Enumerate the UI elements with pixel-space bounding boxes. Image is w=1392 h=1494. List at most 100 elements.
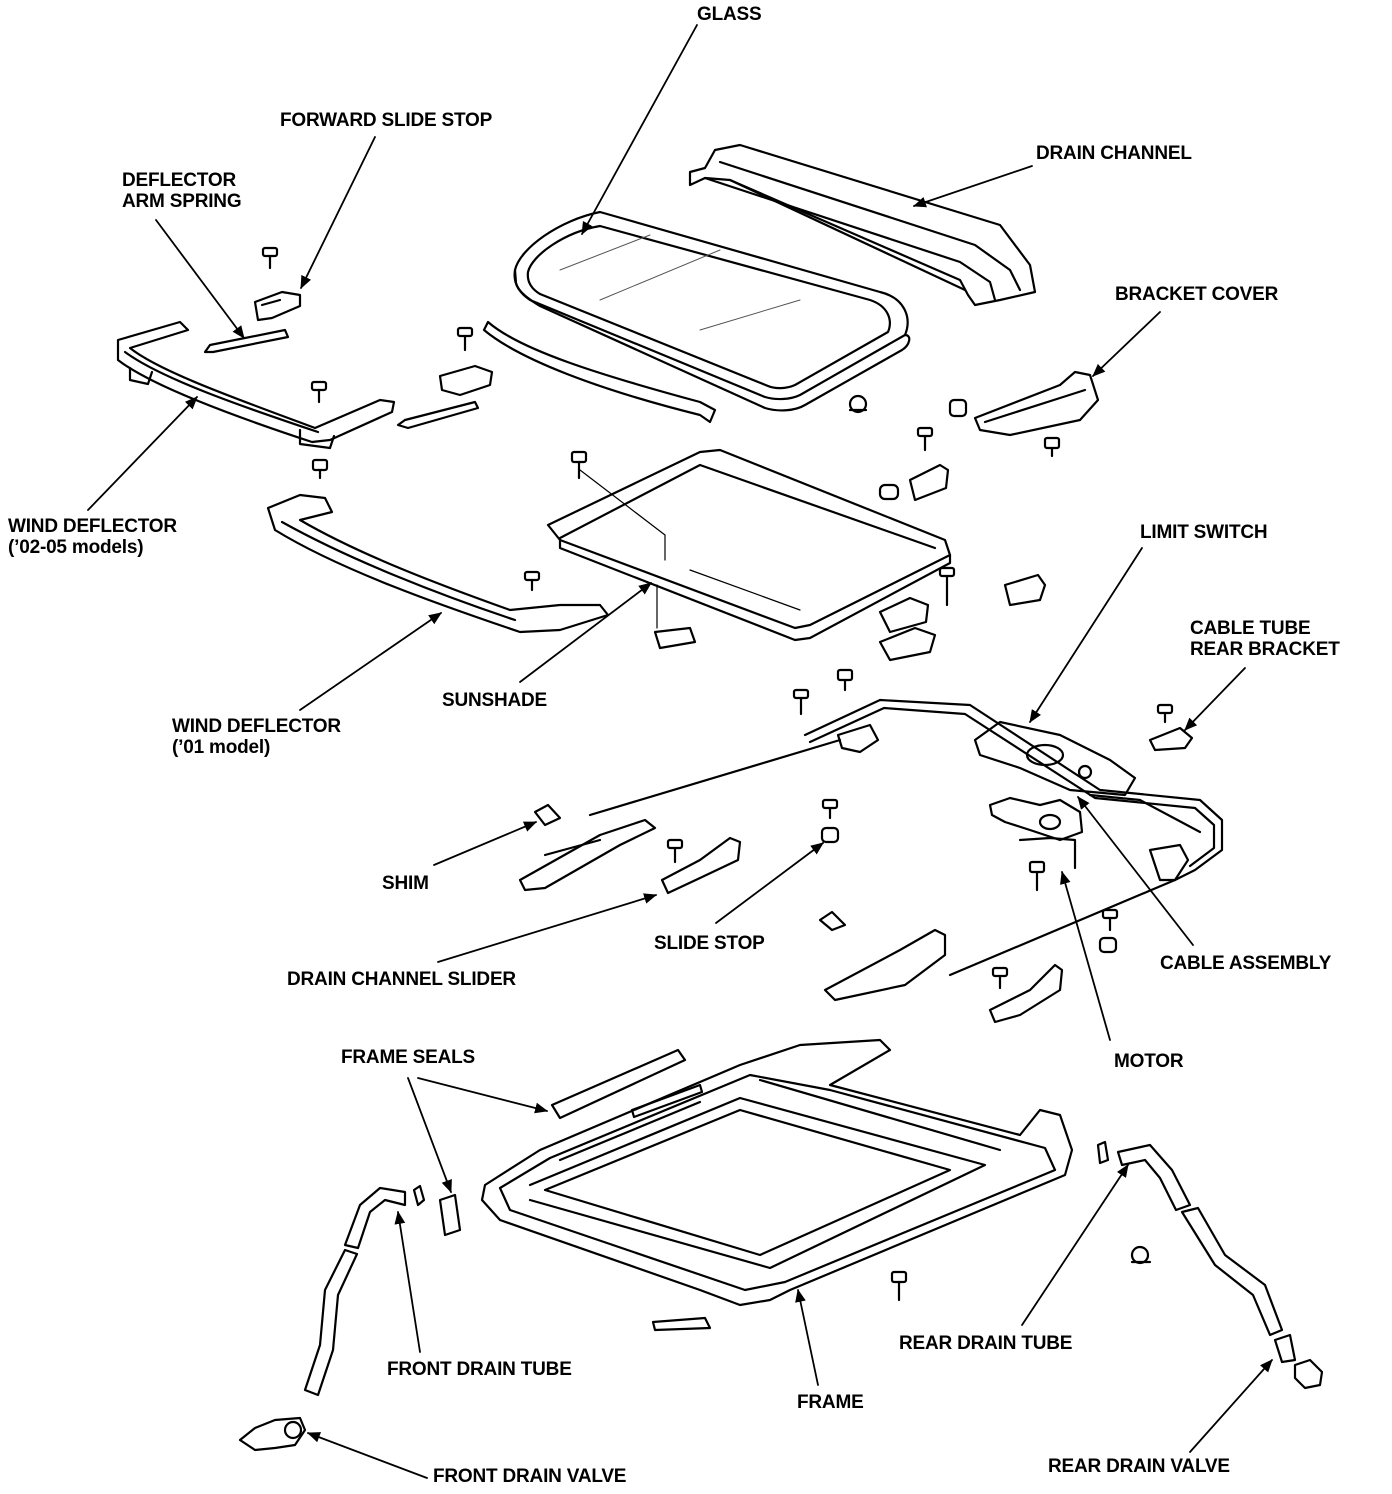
leader-wind-deflector-0205 [87,396,198,511]
slide-stop-front [836,723,880,754]
leader-rear-drain-tube [1021,1164,1129,1326]
slide-stop [820,826,840,844]
label-cable-tube-rear-bracket: CABLE TUBE REAR BRACKET [1190,618,1340,660]
leader-drain-channel-slider [437,893,658,963]
screw-icon [523,570,541,592]
cable-guide-right [1148,843,1190,882]
sunshade [546,448,952,642]
bracket-cover [973,370,1100,437]
screw-icon [261,246,279,270]
bumper-nut [948,398,968,418]
leader-wind-deflector-01 [299,612,442,711]
guide-bracket [878,596,930,634]
label-wind-deflector-02-05-line1: WIND DEFLECTOR [8,516,177,537]
leader-slide-stop [715,842,824,924]
label-frame: FRAME [797,1392,864,1413]
guide-bracket [878,626,937,662]
cable-assembly [588,698,1224,977]
screw-icon [938,566,956,607]
screw-icon [1101,908,1119,932]
label-drain-channel: DRAIN CHANNEL [1036,143,1192,164]
leader-front-drain-tube [394,1210,421,1353]
label-cable-tube-rear-bracket-line1: CABLE TUBE [1190,618,1311,639]
label-wind-deflector-01-line2: (’01 model) [172,737,271,758]
screw-icon [1156,703,1174,724]
leader-drain-channel [912,165,1033,208]
drain-channel-slider-right-a [823,928,947,1002]
sunshade-clip [653,626,697,650]
frame-strip [651,1316,712,1332]
rear-drain-tube [1096,1140,1284,1337]
label-cable-tube-rear-bracket-line2: REAR BRACKET [1190,639,1340,660]
label-wind-deflector-01-line1: WIND DEFLECTOR [172,716,341,737]
label-sunshade: SUNSHADE [442,690,548,711]
screw-icon [311,458,329,480]
leader-cable-tube-rear-bracket [1184,667,1246,731]
bumper-nut [848,394,868,414]
forward-slide-stop [253,290,302,322]
label-wind-deflector-02-05: WIND DEFLECTOR (’02-05 models) [8,516,177,558]
label-wind-deflector-01: WIND DEFLECTOR (’01 model) [172,716,341,758]
deflector-bracket [438,364,494,397]
screw-icon [310,380,328,404]
label-deflector-arm-spring-line2: ARM SPRING [122,191,242,212]
limit-switch-drive-plate [973,720,1137,797]
frame-seal-small [438,1193,462,1237]
leader-frame-seals-a [417,1077,549,1114]
leader-deflector-arm-spring [155,219,245,339]
label-front-drain-tube: FRONT DRAIN TUBE [387,1359,572,1380]
screw-icon [456,326,474,352]
leader-forward-slide-stop [300,136,376,289]
screw-icon [666,838,684,864]
label-cable-assembly: CABLE ASSEMBLY [1160,953,1332,974]
label-bracket-cover: BRACKET COVER [1115,284,1279,305]
deflector-arm-spring [203,328,290,354]
frame-seal [550,1048,704,1120]
frame [480,1038,1074,1307]
leader-cable-assembly [1077,796,1194,946]
label-frame-seals: FRAME SEALS [341,1047,475,1068]
guide-bracket [1003,573,1047,607]
drain-channel [688,143,1037,307]
screw-icon [821,798,839,820]
label-front-drain-valve: FRONT DRAIN VALVE [433,1466,627,1487]
label-rear-drain-tube: REAR DRAIN TUBE [899,1333,1073,1354]
leader-front-drain-valve [306,1432,428,1479]
label-rear-drain-valve: REAR DRAIN VALVE [1048,1456,1230,1477]
guide-bracket [908,463,950,502]
front-drain-tube [303,1184,426,1397]
label-drain-channel-slider: DRAIN CHANNEL SLIDER [287,969,516,990]
rear-drain-valve [1273,1333,1324,1390]
screw-icon [792,688,810,716]
label-deflector-arm-spring-line1: DEFLECTOR [122,170,236,191]
leader-lines [87,24,1273,1479]
glass-front-seal [482,320,717,424]
screw-icon [1028,860,1046,892]
glass-panel [513,210,911,412]
leader-limit-switch [1029,547,1143,723]
shim [533,803,562,827]
drain-channel-slider [660,836,742,895]
cable-tube-rear-bracket [1148,726,1194,752]
wind-deflector-01 [266,493,610,634]
label-glass: GLASS [697,4,762,25]
leader-motor [1060,870,1111,1041]
motor [988,796,1084,870]
leader-rear-drain-valve [1189,1359,1273,1453]
label-forward-slide-stop: FORWARD SLIDE STOP [280,110,493,131]
wind-deflector-02-05 [116,320,396,450]
deflector-arm-spring-2 [396,400,480,430]
label-motor: MOTOR [1114,1051,1184,1072]
leader-shim [433,821,537,866]
shim-right [818,910,847,932]
screw-icon [890,1270,908,1302]
leader-frame [795,1288,819,1386]
screw-icon [836,668,854,692]
slide-stop-right [1098,936,1118,954]
screw-icon [570,450,588,480]
leader-glass [581,24,698,235]
roller [878,483,900,501]
drain-channel-slider-left [518,818,657,892]
